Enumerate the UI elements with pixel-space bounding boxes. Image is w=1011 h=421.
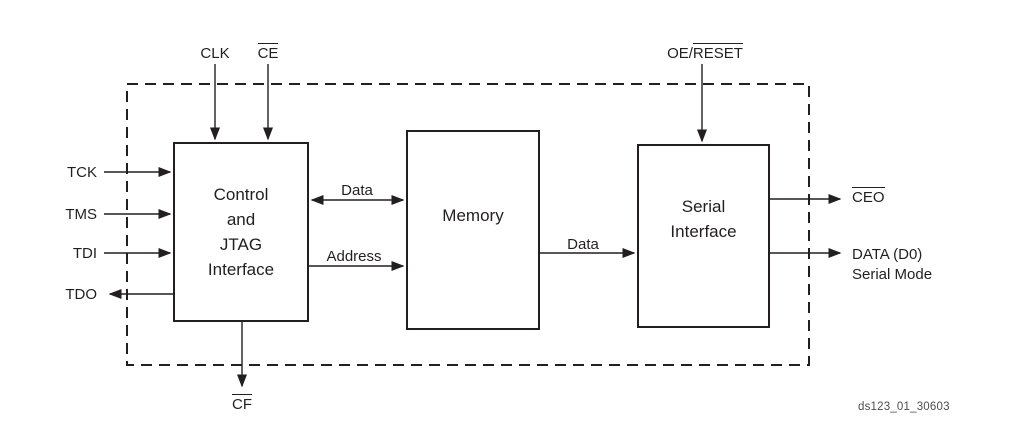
pin-label-clk: CLK — [200, 45, 230, 62]
pin-label-tms: TMS — [65, 206, 97, 223]
pin-label-reset-text: RESET — [692, 43, 743, 62]
pin-label-cf: CF — [212, 394, 272, 413]
pin-label-ceo-text: CEO — [852, 187, 885, 206]
memory-label: Memory — [442, 205, 504, 225]
pin-label-data-d0-text: DATA (D0) — [852, 246, 923, 263]
pin-label-ce-text: CE — [257, 43, 279, 62]
control-jtag-interface-label: Control and JTAG Interface — [207, 185, 275, 279]
pin-label-cf-text: CF — [232, 394, 252, 413]
control-jtag-interface-block: Control and JTAG Interface — [173, 142, 309, 322]
bus-label-data-memory-serial: Data — [567, 236, 599, 253]
pin-label-data-d0: DATA (D0) Serial Mode — [852, 245, 932, 285]
serial-interface-block: Serial Interface — [637, 144, 770, 328]
pin-label-tdo: TDO — [65, 286, 97, 303]
bus-label-data-control-memory: Data — [341, 182, 373, 199]
pin-label-tdi: TDI — [72, 245, 97, 262]
pin-label-oe-reset: OE/RESET — [650, 43, 760, 62]
serial-interface-label: Serial Interface — [670, 197, 737, 241]
pin-label-tck: TCK — [67, 164, 97, 181]
pin-label-ce: CE — [240, 43, 296, 62]
bus-label-address: Address — [326, 248, 382, 265]
pin-label-ceo: CEO — [852, 187, 885, 206]
pin-label-oe-prefix: OE/ — [667, 45, 693, 62]
figure-id: ds123_01_30603 — [858, 401, 950, 413]
memory-block: Memory — [406, 130, 540, 330]
pin-label-serial-mode-text: Serial Mode — [852, 266, 933, 283]
